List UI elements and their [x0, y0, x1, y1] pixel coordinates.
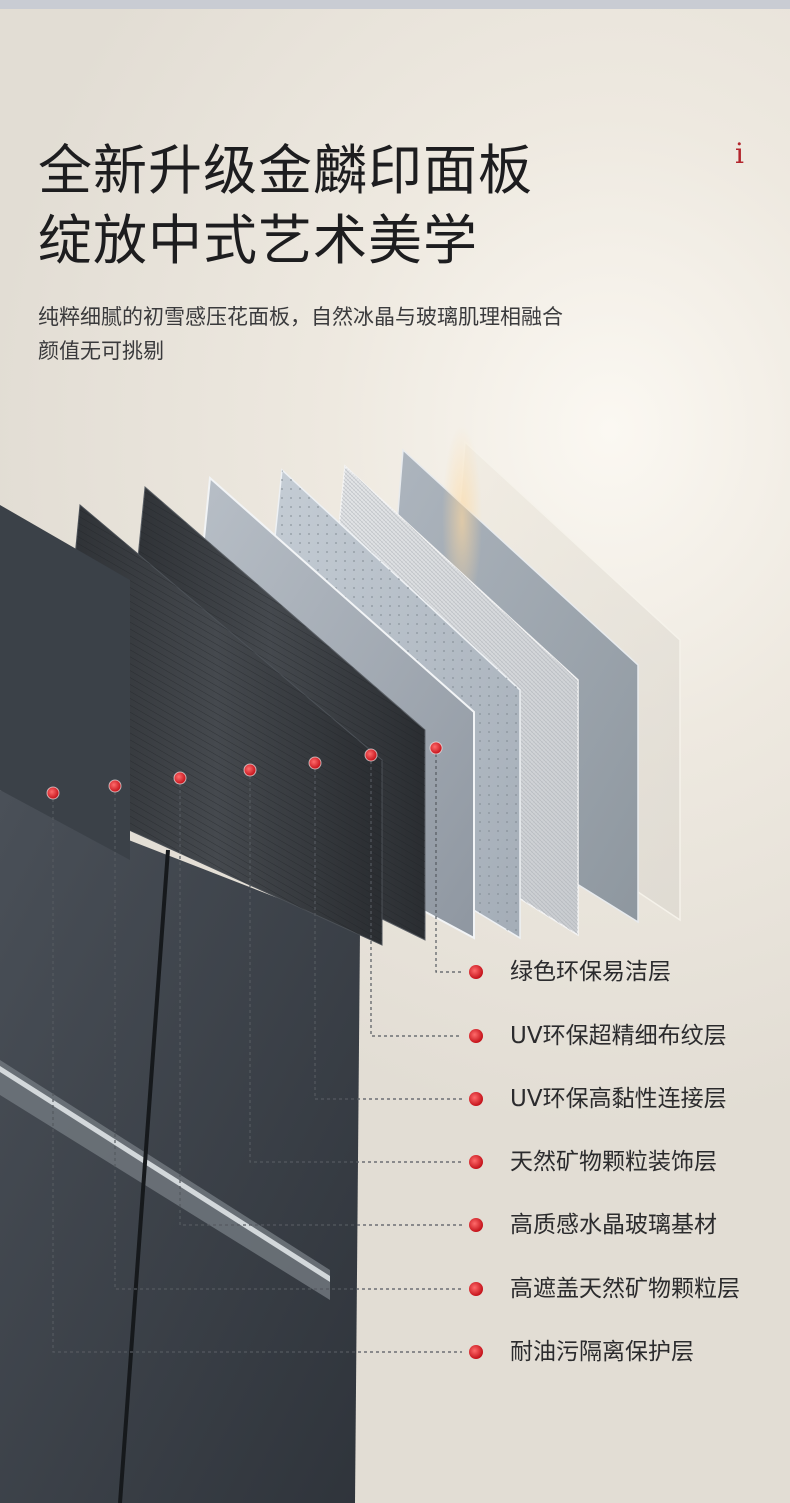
- layer-label-1: 绿色环保易洁层: [510, 959, 671, 985]
- subheadline: 纯粹细腻的初雪感压花面板，自然冰晶与玻璃肌理相融合 颜值无可挑剔: [38, 300, 738, 368]
- leader-lines: [52, 748, 462, 1353]
- layer-label-3: UV环保高黏性连接层: [510, 1086, 727, 1112]
- panel-markers: [46, 741, 443, 800]
- layer-label-4: 天然矿物颗粒装饰层: [510, 1149, 717, 1175]
- label-markers: [469, 965, 483, 1359]
- layer-label-7: 耐油污隔离保护层: [510, 1339, 694, 1365]
- layer-label-6: 高遮盖天然矿物颗粒层: [510, 1276, 740, 1302]
- layer-label-5: 高质感水晶玻璃基材: [510, 1212, 717, 1238]
- layer-panel-base: [0, 505, 130, 860]
- top-strip: [0, 0, 790, 9]
- subheadline-line-1: 纯粹细腻的初雪感压花面板，自然冰晶与玻璃肌理相融合: [38, 305, 563, 329]
- headline: 全新升级金麟印面板 绽放中式艺术美学: [38, 136, 678, 276]
- layer-stack: [0, 425, 681, 946]
- corner-mark: i: [735, 137, 744, 170]
- headline-line-1: 全新升级金麟印面板: [38, 139, 533, 202]
- headline-line-2: 绽放中式艺术美学: [38, 209, 478, 272]
- layer-label-2: UV环保超精细布纹层: [510, 1023, 727, 1049]
- subheadline-line-2: 颜值无可挑剔: [38, 339, 164, 363]
